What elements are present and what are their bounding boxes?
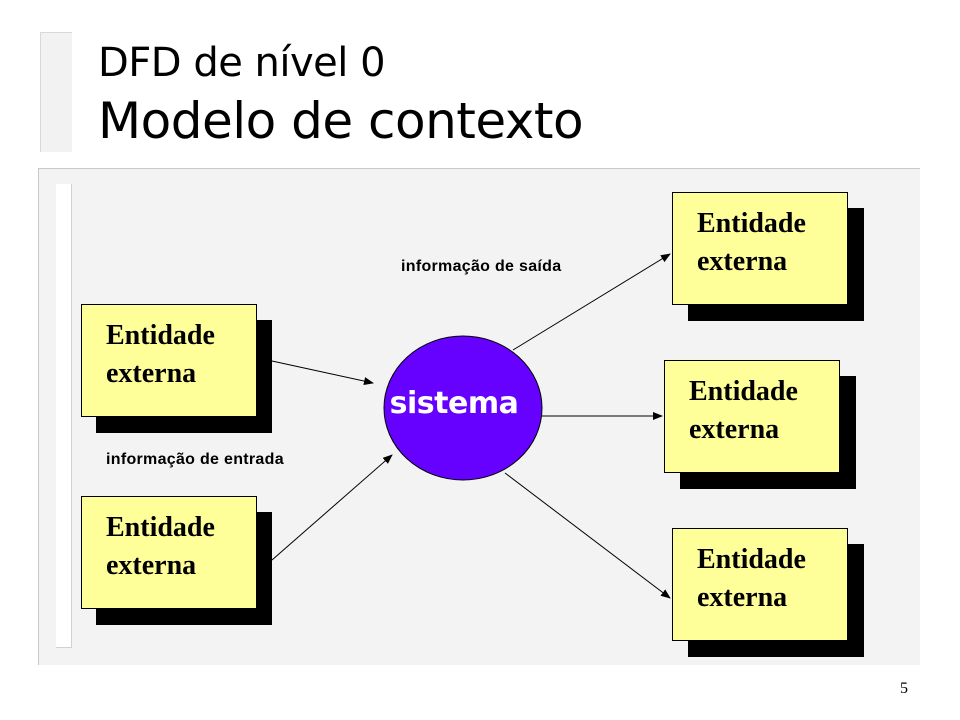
input-arrow-2 [271, 454, 393, 561]
entity-label-line1: Entidade [106, 320, 215, 351]
entity-label-line1: Entidade [106, 512, 215, 543]
entity-label-line1: Entidade [697, 208, 806, 239]
slide-title: DFD de nível 0 [98, 40, 386, 86]
entity-label-line2: externa [697, 246, 788, 277]
panel-side-strip [56, 184, 72, 648]
input-flow-label: informação de entrada [106, 451, 284, 468]
title-accent-bar [40, 32, 72, 152]
output-arrow-3 [504, 472, 671, 599]
external-entity-right-bottom: Entidade externa [672, 528, 848, 641]
slide-subtitle: Modelo de contexto [98, 92, 584, 150]
output-arrow-1 [512, 253, 671, 351]
process-circle [383, 335, 543, 481]
entity-label-line2: externa [689, 414, 780, 445]
external-entity-right-top: Entidade externa [672, 192, 848, 305]
external-entity-right-middle: Entidade externa [664, 360, 840, 473]
process-label: sistema [389, 386, 519, 421]
output-flow-label: informação de saída [401, 258, 562, 275]
external-entity-left-top: Entidade externa [81, 304, 257, 417]
entity-label-line1: Entidade [697, 544, 806, 575]
entity-label-line1: Entidade [689, 376, 798, 407]
entity-label-line2: externa [697, 582, 788, 613]
entity-label-line2: externa [106, 550, 197, 581]
external-entity-left-bottom: Entidade externa [81, 496, 257, 609]
entity-label-line2: externa [106, 358, 197, 389]
input-arrow-1 [271, 360, 374, 385]
page-number: 5 [900, 680, 908, 697]
